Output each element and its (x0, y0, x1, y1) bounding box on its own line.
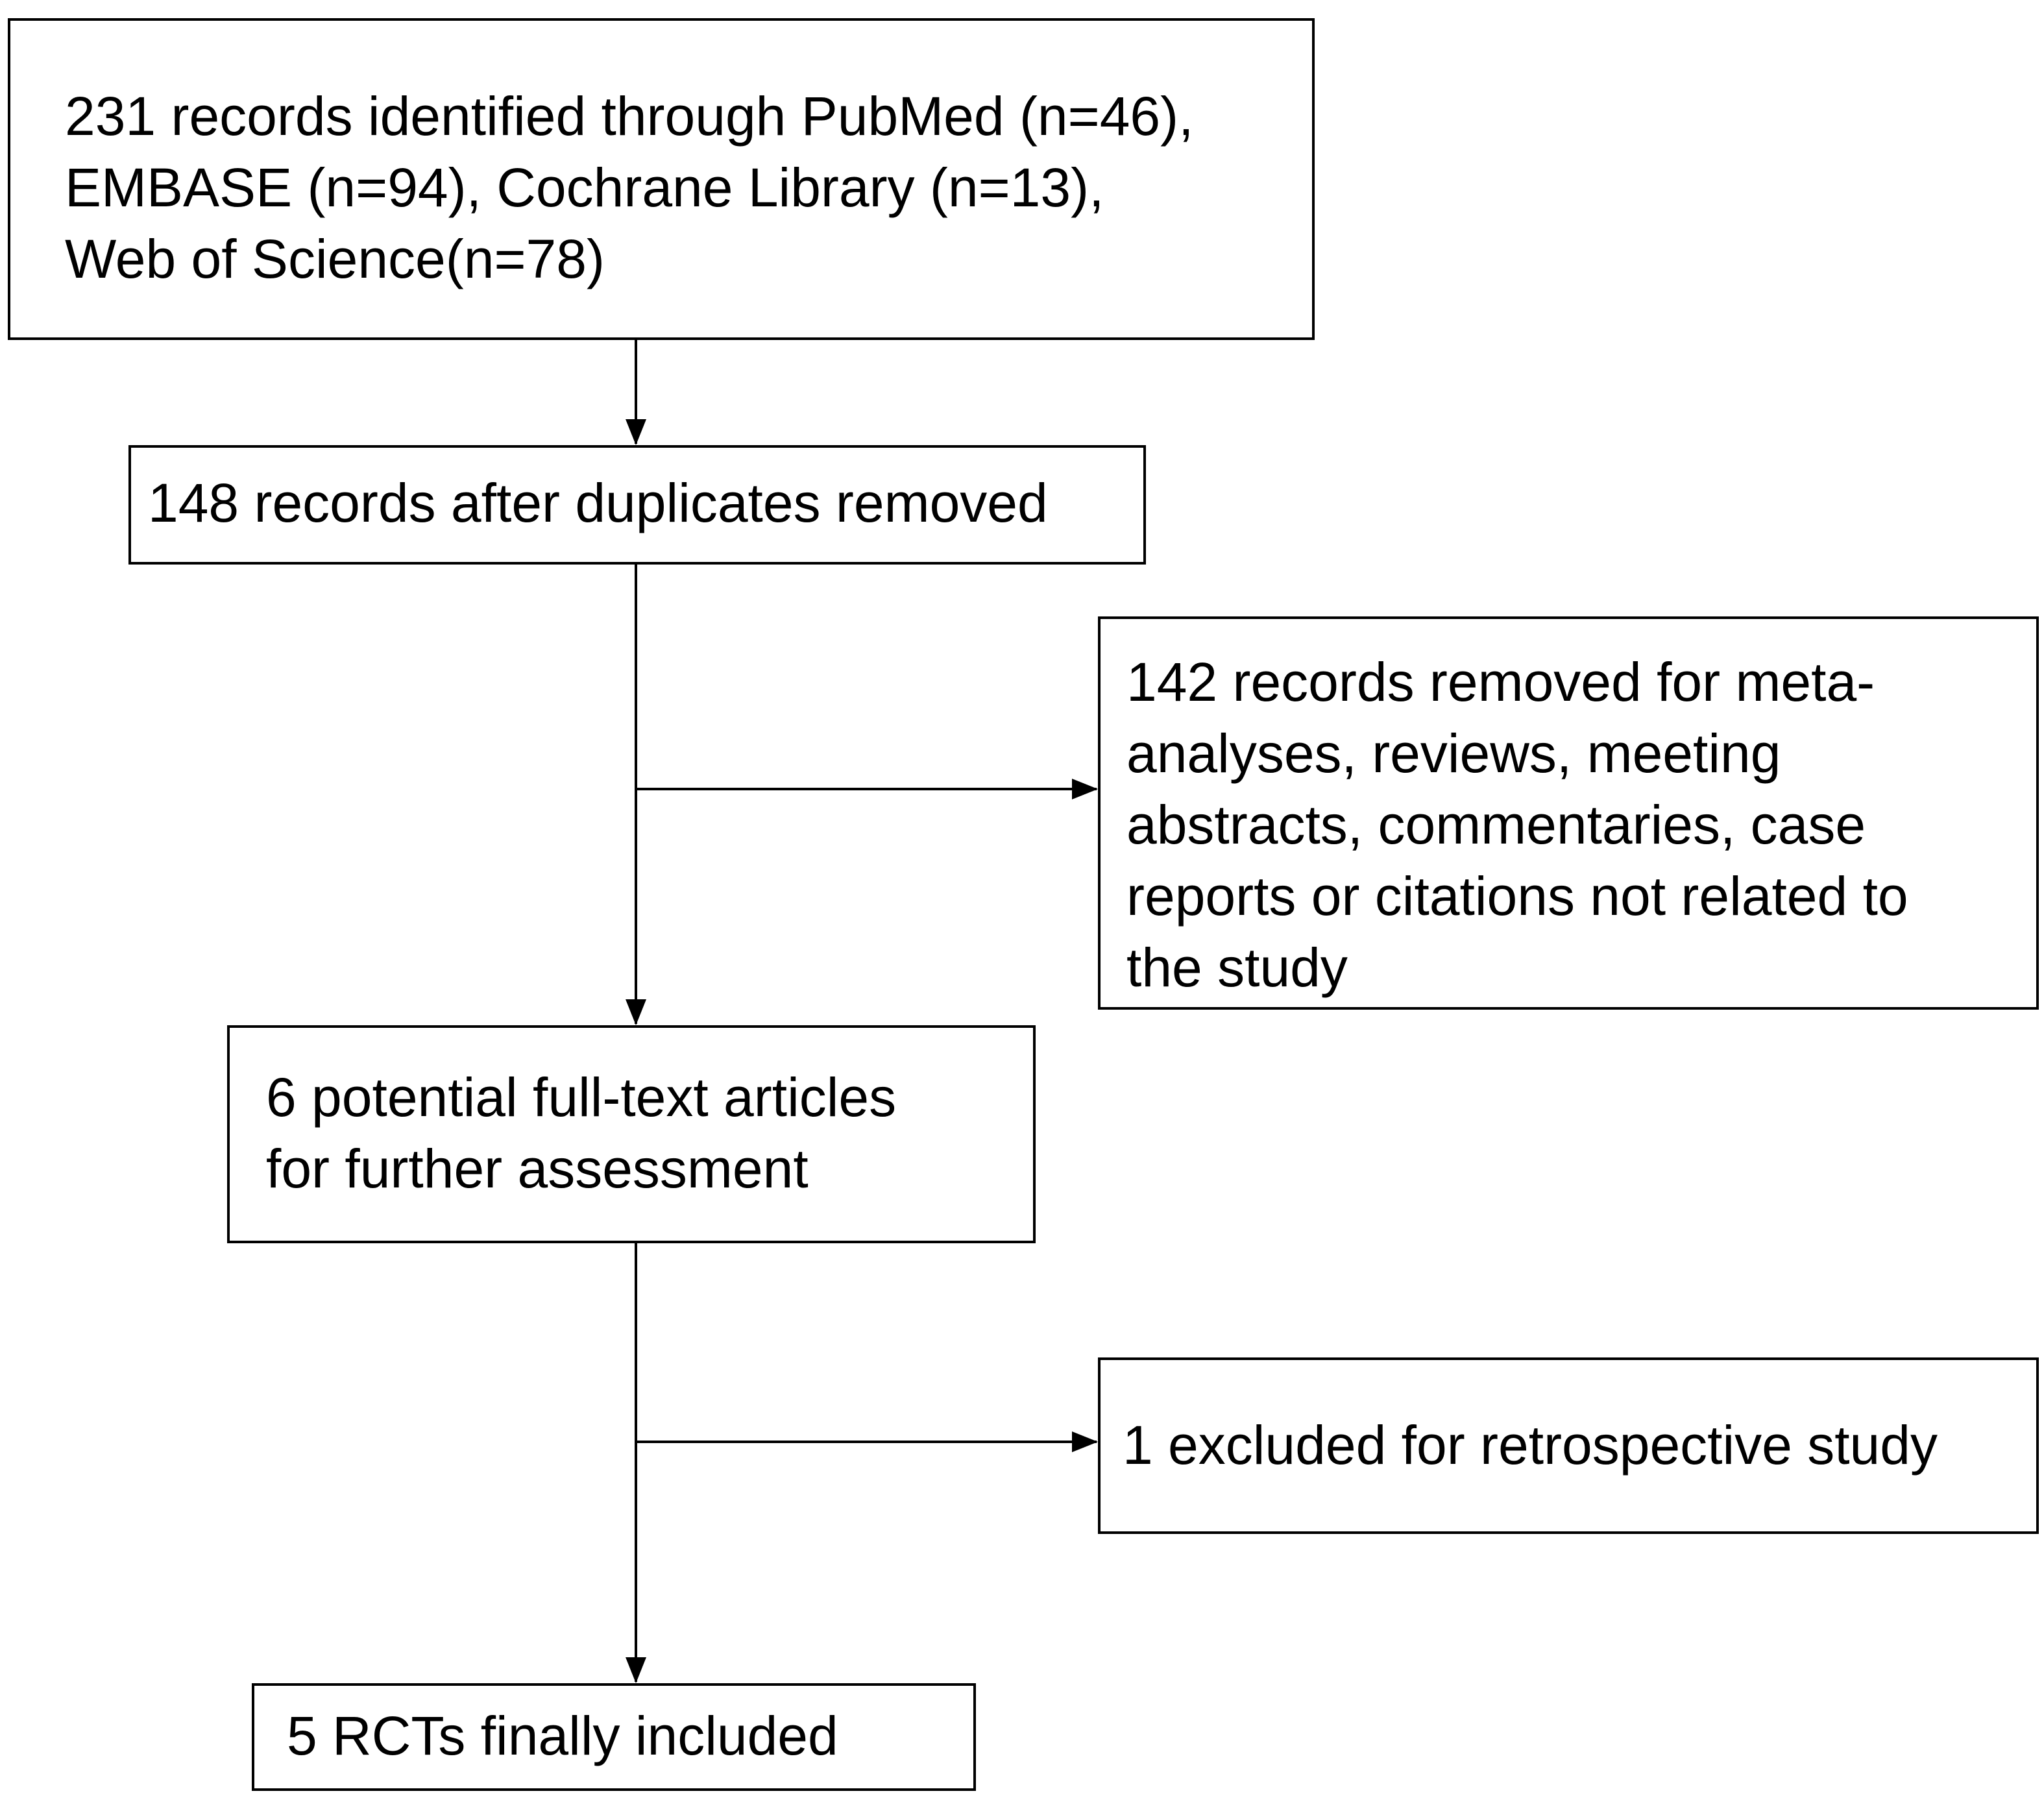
text-line: for further assessment (266, 1138, 809, 1199)
text-line: abstracts, commentaries, case (1126, 794, 1866, 855)
text-line: Web of Science(n=78) (65, 228, 605, 289)
text-line: 1 excluded for retrospective study (1123, 1415, 1938, 1476)
text-line: 6 potential full-text articles (266, 1067, 897, 1128)
text-line: 148 records after duplicates removed (148, 472, 1048, 533)
text-line: analyses, reviews, meeting (1126, 723, 1781, 784)
full-text-assessment-text: 6 potential full-text articles for furth… (266, 1062, 1033, 1204)
text-line: reports or citations not related to (1126, 866, 1908, 927)
text-line: 142 records removed for meta- (1126, 651, 1875, 712)
full-text-assessment-box: 6 potential full-text articles for furth… (227, 1025, 1036, 1243)
text-line: 5 RCTs finally included (287, 1705, 838, 1766)
records-identified-box: 231 records identified through PubMed (n… (8, 18, 1315, 340)
excluded-retrospective-box: 1 excluded for retrospective study (1098, 1357, 2039, 1534)
records-removed-text: 142 records removed for meta- analyses, … (1126, 646, 2036, 1003)
text-line: EMBASE (n=94), Cochrane Library (n=13), (65, 157, 1104, 218)
duplicates-removed-text: 148 records after duplicates removed (148, 467, 1143, 539)
records-removed-box: 142 records removed for meta- analyses, … (1098, 616, 2039, 1010)
rcts-included-text: 5 RCTs finally included (287, 1700, 973, 1771)
text-line: 231 records identified through PubMed (n… (65, 86, 1194, 147)
duplicates-removed-box: 148 records after duplicates removed (128, 445, 1146, 565)
text-line: the study (1126, 937, 1348, 998)
excluded-retrospective-text: 1 excluded for retrospective study (1123, 1409, 2036, 1481)
records-identified-text: 231 records identified through PubMed (n… (65, 80, 1312, 295)
rcts-included-box: 5 RCTs finally included (252, 1683, 976, 1791)
